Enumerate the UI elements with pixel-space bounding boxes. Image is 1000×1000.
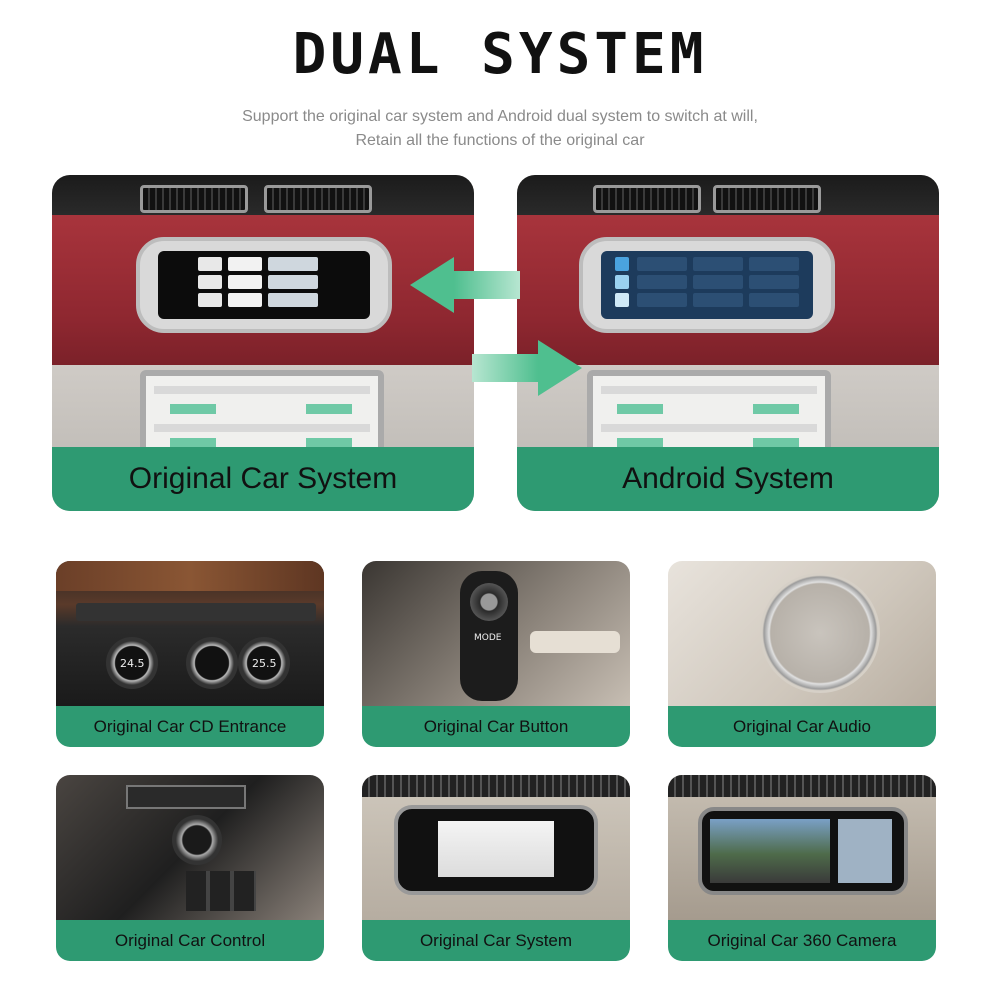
air-vent [264,185,372,213]
android-head-unit-screen [601,251,813,319]
camera-photo [668,775,936,920]
system-label: Original Car System [419,930,573,950]
gear-control-photo [56,775,324,920]
air-vent [140,185,248,213]
system-caption: Original Car System [362,920,630,961]
speaker-photo [668,561,936,706]
feature-card-control: Original Car Control [56,775,324,961]
air-vent [593,185,701,213]
subtitle-line-1: Support the original car system and Andr… [242,108,758,125]
subtitle-line-2: Retain all the functions of the original… [355,132,645,149]
android-system-panel: Android System [517,175,939,511]
head-unit-bezel [579,237,835,333]
android-system-label-band: Android System [517,447,939,511]
camera-caption: Original Car 360 Camera [668,920,936,961]
original-head-unit-screen [158,251,370,319]
page-title: DUAL SYSTEM [292,22,708,87]
cd-entrance-label: Original Car CD Entrance [93,716,287,736]
original-car-system-label-band: Original Car System [52,447,474,511]
feature-card-360-camera: Original Car 360 Camera [668,775,936,961]
cd-entrance-photo: 24.5 25.5 [56,561,324,706]
button-label: Original Car Button [423,716,569,736]
temperature-right-readout: 25.5 [252,657,277,670]
control-caption: Original Car Control [56,920,324,961]
audio-caption: Original Car Audio [668,706,936,747]
android-system-label: Android System [622,462,834,495]
feature-card-audio: Original Car Audio [668,561,936,747]
audio-label: Original Car Audio [733,716,871,736]
original-car-system-label: Original Car System [128,462,398,495]
feature-card-button: MODE Original Car Button [362,561,630,747]
cd-entrance-caption: Original Car CD Entrance [56,706,324,747]
original-car-system-panel: Original Car System [52,175,474,511]
original-system-photo [362,775,630,920]
air-vent [713,185,821,213]
mode-button-label: MODE [474,633,502,643]
camera-label: Original Car 360 Camera [707,930,897,950]
switch-to-android-arrow-icon [472,340,582,396]
climate-control-screen [587,370,831,460]
control-label: Original Car Control [114,930,266,950]
switch-to-original-arrow-icon [410,257,520,313]
feature-card-system: Original Car System [362,775,630,961]
steering-button-photo: MODE [362,561,630,706]
head-unit-bezel [136,237,392,333]
temperature-left-readout: 24.5 [120,657,145,670]
button-caption: Original Car Button [362,706,630,747]
feature-card-cd-entrance: 24.5 25.5 Original Car CD Entrance [56,561,324,747]
